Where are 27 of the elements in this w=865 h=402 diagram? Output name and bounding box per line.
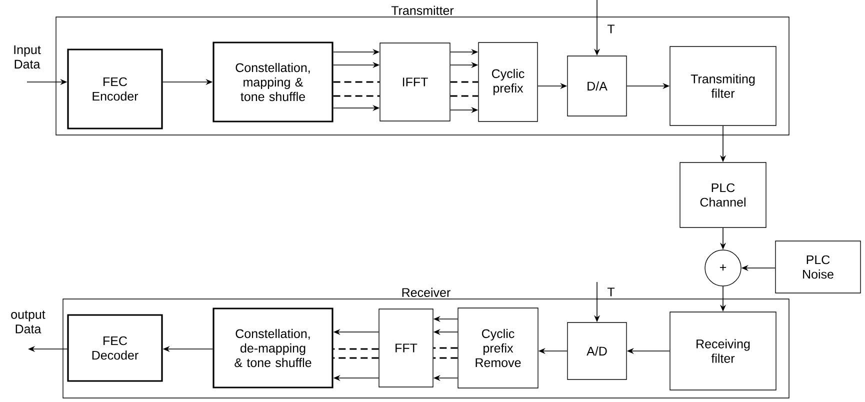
connector-line: [333, 348, 379, 350]
process-box: Cyclic prefix Remove: [458, 308, 538, 388]
edge-label: T: [606, 286, 616, 298]
process-box: A/D: [567, 322, 627, 380]
summing-junction: +: [704, 250, 742, 286]
edge-label: T: [606, 24, 616, 34]
process-box: Constellation, mapping & tone shuffle: [212, 42, 334, 122]
connector-line: [433, 347, 458, 349]
connector-line: [433, 357, 458, 359]
process-box: Receiving filter: [670, 312, 776, 390]
connector-line: [333, 81, 380, 83]
connector-line: [333, 95, 380, 97]
connector-line: [450, 81, 478, 83]
process-box: IFFT: [380, 42, 450, 122]
process-box: PLC Channel: [680, 162, 766, 228]
process-box: D/A: [567, 56, 627, 116]
connector-line: [333, 357, 379, 359]
process-box: PLC Noise: [775, 240, 861, 294]
process-box: FEC Encoder: [67, 48, 163, 130]
process-box: Transmiting filter: [670, 46, 776, 126]
process-box: Constellation, de-mapping & tone shuffle: [212, 308, 334, 388]
process-box: Cyclic prefix: [478, 42, 538, 122]
io-label: Input Data: [14, 45, 41, 69]
io-label: output Data: [11, 310, 46, 334]
process-box: FEC Decoder: [67, 314, 163, 382]
connector-line: [450, 95, 478, 97]
process-box: FFT: [378, 308, 434, 388]
